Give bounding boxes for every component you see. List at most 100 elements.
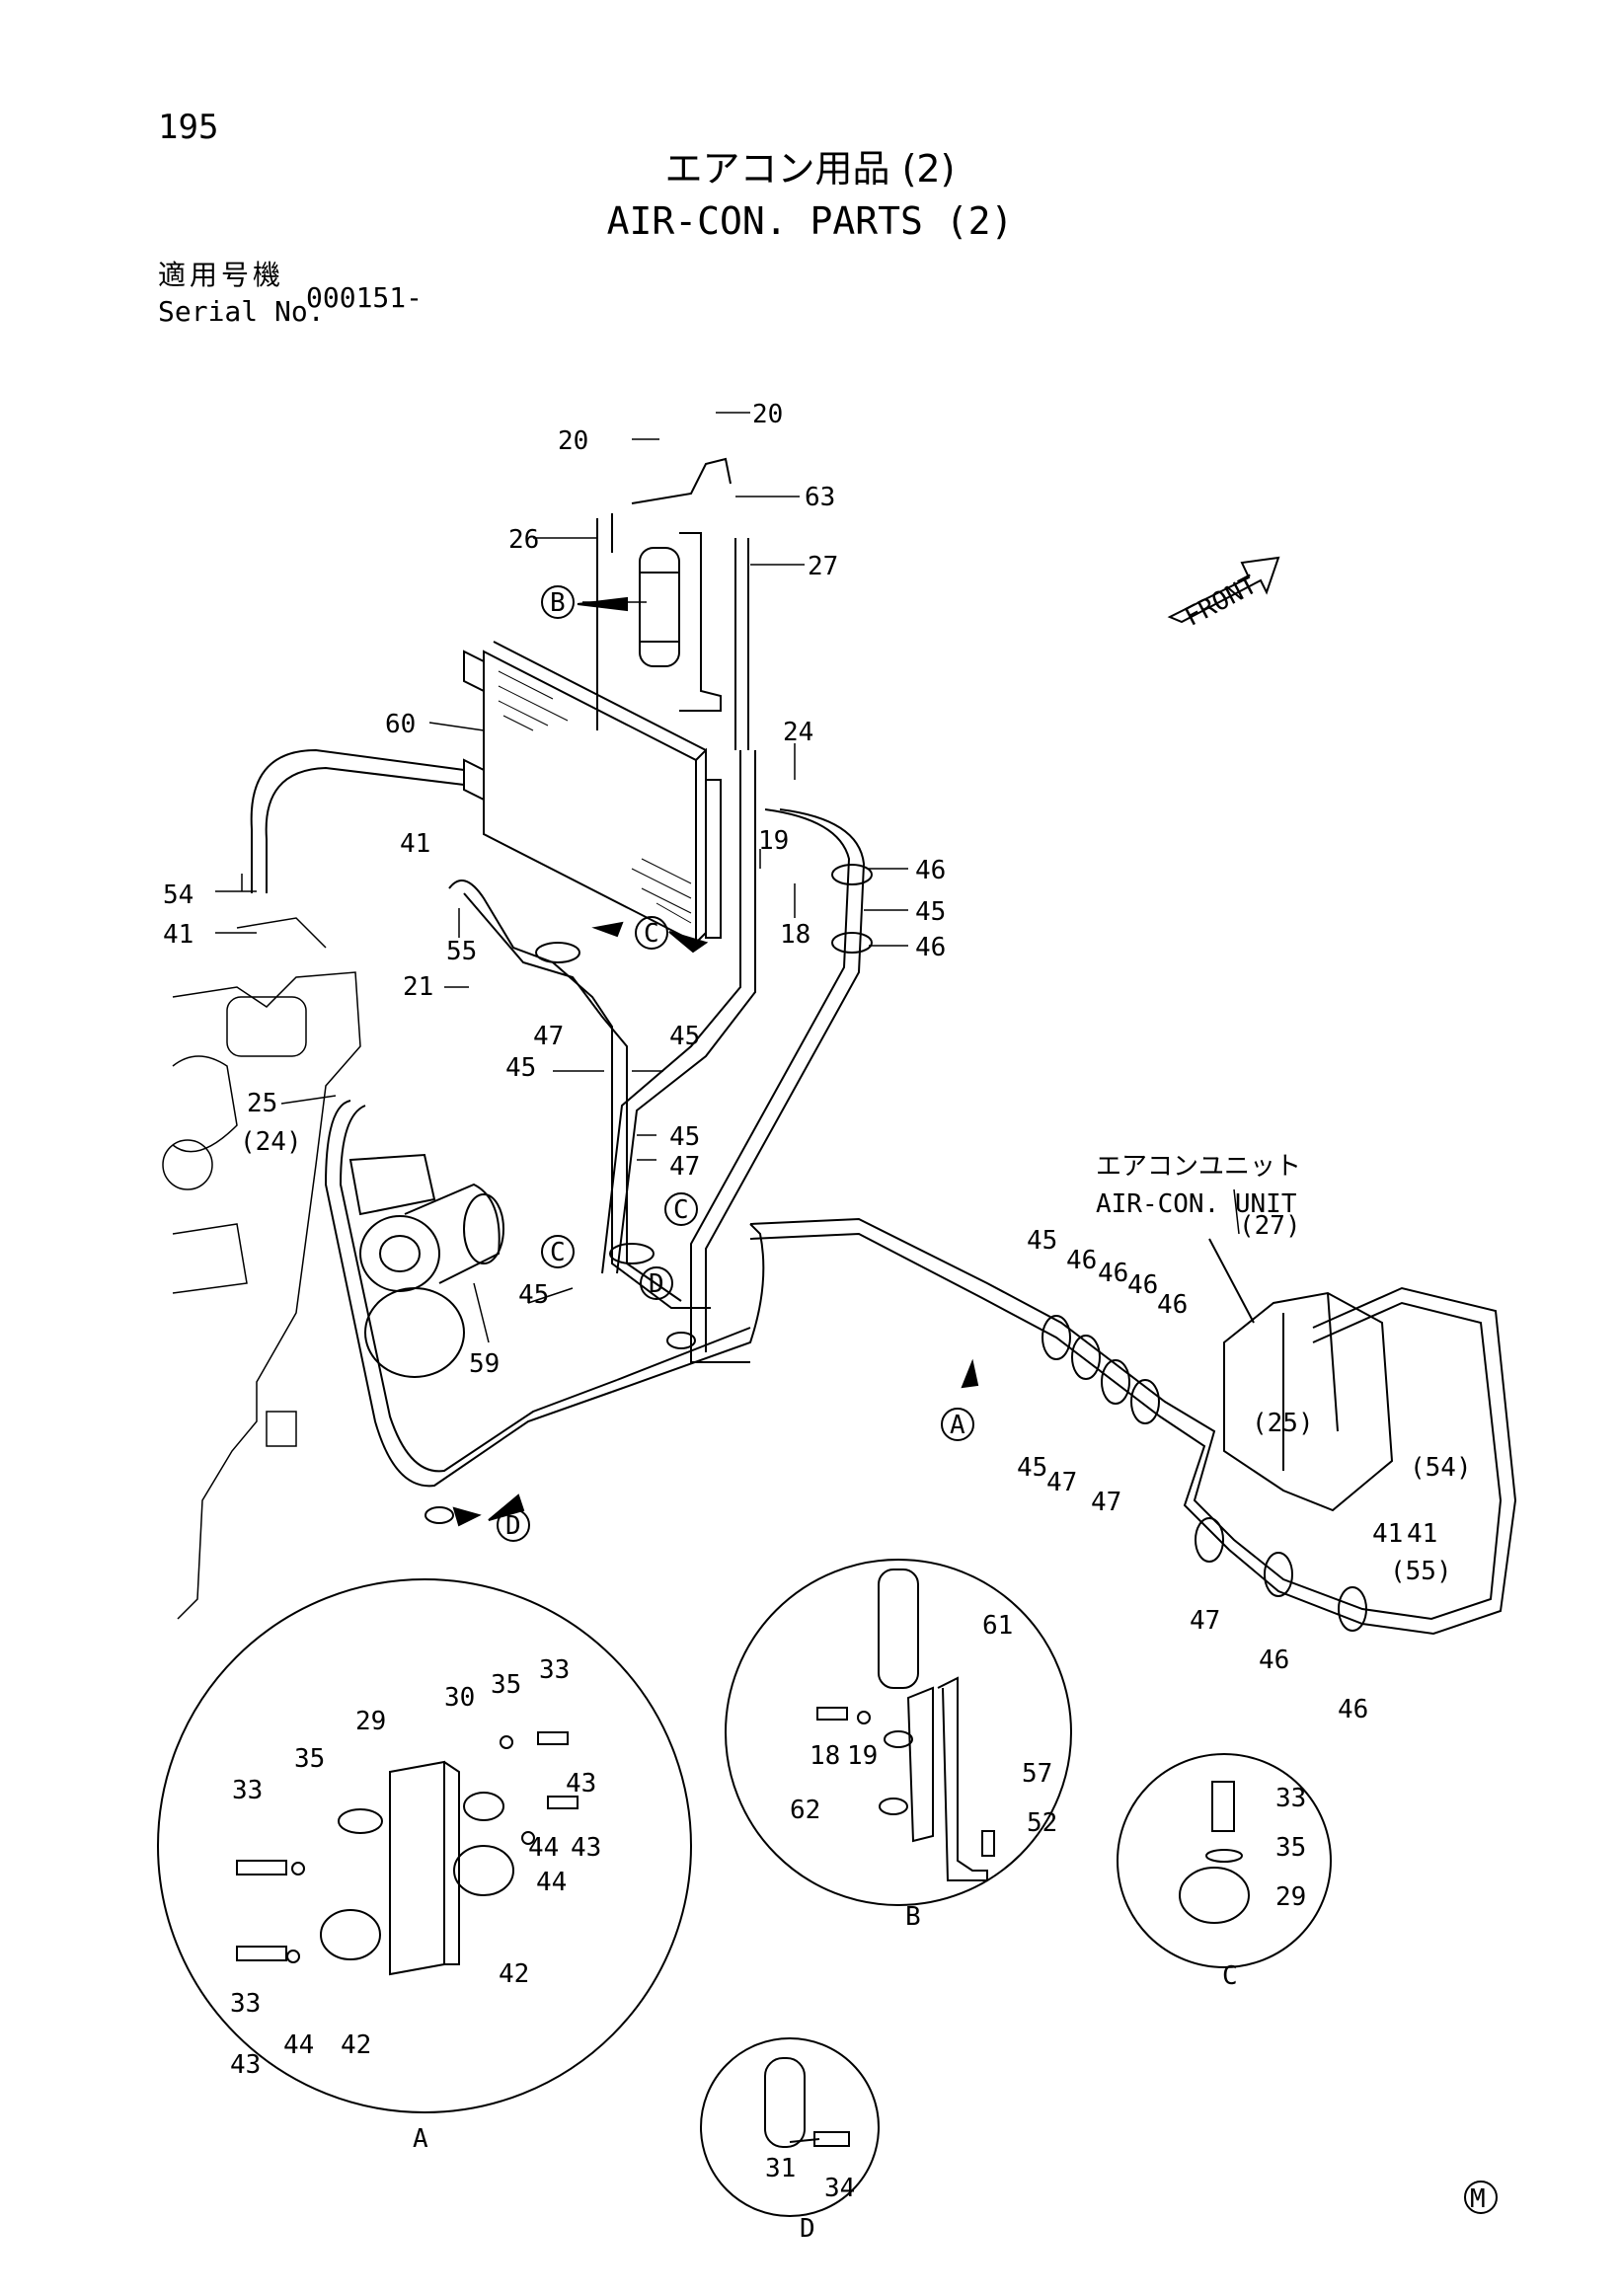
footer-mark: M (1470, 2184, 1486, 2214)
part-callout: 18 (780, 920, 810, 950)
detail-circle-b (725, 1559, 1072, 1906)
detail-part-callout: 43 (566, 1769, 596, 1799)
part-callout: (27) (1239, 1211, 1301, 1241)
detail-view-label: D (800, 2214, 815, 2244)
part-callout: 45 (669, 1122, 700, 1152)
detail-part-callout: 42 (499, 1959, 529, 1989)
detail-part-callout: 62 (790, 1796, 820, 1825)
detail-part-callout: 31 (765, 2154, 796, 2183)
part-callout: 46 (915, 856, 946, 885)
detail-part-callout: 43 (230, 2050, 261, 2080)
part-callout: 46 (1098, 1259, 1128, 1288)
footer-mark-circle (1464, 2181, 1498, 2214)
reference-marker-label: D (505, 1511, 521, 1541)
detail-part-callout: 29 (1275, 1882, 1306, 1912)
leader-lines (215, 412, 1240, 1343)
part-callout: 41 (400, 829, 430, 859)
page-title-japanese: エアコン用品 (2) (664, 147, 956, 191)
part-callout: 27 (808, 552, 838, 581)
air-con-unit-label-english: AIR-CON. UNIT (1096, 1189, 1297, 1219)
detail-part-callout: 34 (824, 2174, 855, 2203)
reference-circles[interactable] (497, 585, 974, 1542)
detail-circle-c (1117, 1753, 1332, 1968)
detail-circle-a (157, 1578, 692, 2113)
part-callout: 41 (1372, 1519, 1403, 1549)
part-callout: 41 (163, 920, 193, 950)
part-callout: 45 (518, 1280, 549, 1310)
part-callout: 46 (1338, 1695, 1368, 1724)
part-callout: (24) (240, 1127, 302, 1157)
front-arrow-icon: FRONT (1167, 556, 1280, 633)
reference-marker-label: B (550, 588, 566, 618)
reference-pointers[interactable] (452, 596, 979, 1527)
part-callout: 47 (1046, 1468, 1077, 1497)
reference-marker-label: C (550, 1238, 566, 1267)
reference-marker-label: C (673, 1195, 689, 1225)
part-callout: 21 (403, 972, 433, 1002)
part-callout: 63 (805, 483, 835, 512)
air-con-unit-label-japanese: エアコンユニット (1096, 1152, 1301, 1182)
detail-part-callout: 30 (444, 1683, 475, 1713)
part-callout: 46 (1157, 1290, 1188, 1320)
part-callout: 19 (758, 826, 789, 856)
part-callout: 45 (915, 897, 946, 927)
reference-marker-label: D (649, 1269, 664, 1299)
detail-part-callout: 33 (539, 1655, 570, 1685)
detail-view-label: C (1222, 1961, 1238, 1991)
hose-clamps (424, 864, 1367, 1632)
part-callout: 55 (446, 937, 477, 966)
detail-part-callout: 33 (230, 1989, 261, 2019)
receiver-drier (596, 457, 749, 750)
condenser (463, 641, 722, 945)
serial-label-english: Serial No. (158, 295, 325, 328)
detail-part-callout: 44 (536, 1868, 567, 1897)
detail-part-callout: 35 (294, 1744, 325, 1774)
compressor (348, 1153, 504, 1378)
part-callout: 46 (1127, 1270, 1158, 1300)
part-callout: 46 (1259, 1645, 1289, 1675)
part-callout: 46 (1066, 1246, 1097, 1275)
part-callout: (25) (1252, 1409, 1314, 1438)
part-callout: 45 (505, 1053, 536, 1083)
serial-label-japanese: 適用号機 (158, 259, 285, 291)
detail-circle-d (700, 2037, 880, 2217)
reference-marker-labels: B C C C D A D (505, 588, 965, 1541)
part-callout: 20 (752, 400, 783, 429)
part-callout: 45 (1027, 1226, 1057, 1256)
part-callout: 47 (1190, 1606, 1220, 1636)
reference-marker-label: A (950, 1411, 965, 1440)
serial-number-value: 000151- (306, 281, 424, 314)
page-number: 195 (158, 108, 219, 147)
engine-outline (162, 917, 361, 1620)
detail-view-label: B (905, 1902, 921, 1932)
part-callout: 47 (533, 1022, 564, 1051)
part-callout: (54) (1410, 1453, 1472, 1483)
part-callout: 47 (1091, 1488, 1121, 1517)
detail-part-callout: 44 (528, 1833, 559, 1863)
part-callout: 59 (469, 1349, 500, 1379)
detail-part-callout: 19 (847, 1741, 878, 1771)
detail-part-callout: 44 (283, 2030, 314, 2060)
detail-part-callout: 57 (1022, 1759, 1052, 1789)
part-callout: 45 (1017, 1453, 1047, 1483)
part-callout: 45 (669, 1022, 700, 1051)
detail-part-callout: 43 (571, 1833, 601, 1863)
part-callout: 26 (508, 525, 539, 555)
hose-lines (250, 748, 1517, 1636)
detail-part-callout: 42 (341, 2030, 371, 2060)
detail-part-callout: 18 (810, 1741, 840, 1771)
detail-part-callout: 29 (355, 1707, 386, 1736)
page-title-english: AIR-CON. PARTS (2) (606, 199, 1014, 243)
part-callout: 41 (1407, 1519, 1437, 1549)
detail-part-callout: 61 (982, 1611, 1013, 1641)
part-callout: 60 (385, 710, 416, 739)
detail-part-callout: 33 (1275, 1784, 1306, 1813)
detail-part-callout: 35 (1275, 1833, 1306, 1863)
reference-marker-label: C (644, 919, 659, 949)
detail-view-label: A (413, 2124, 428, 2154)
front-label: FRONT (1180, 570, 1262, 632)
part-callout: 54 (163, 880, 193, 910)
detail-part-callout: 33 (232, 1776, 263, 1805)
